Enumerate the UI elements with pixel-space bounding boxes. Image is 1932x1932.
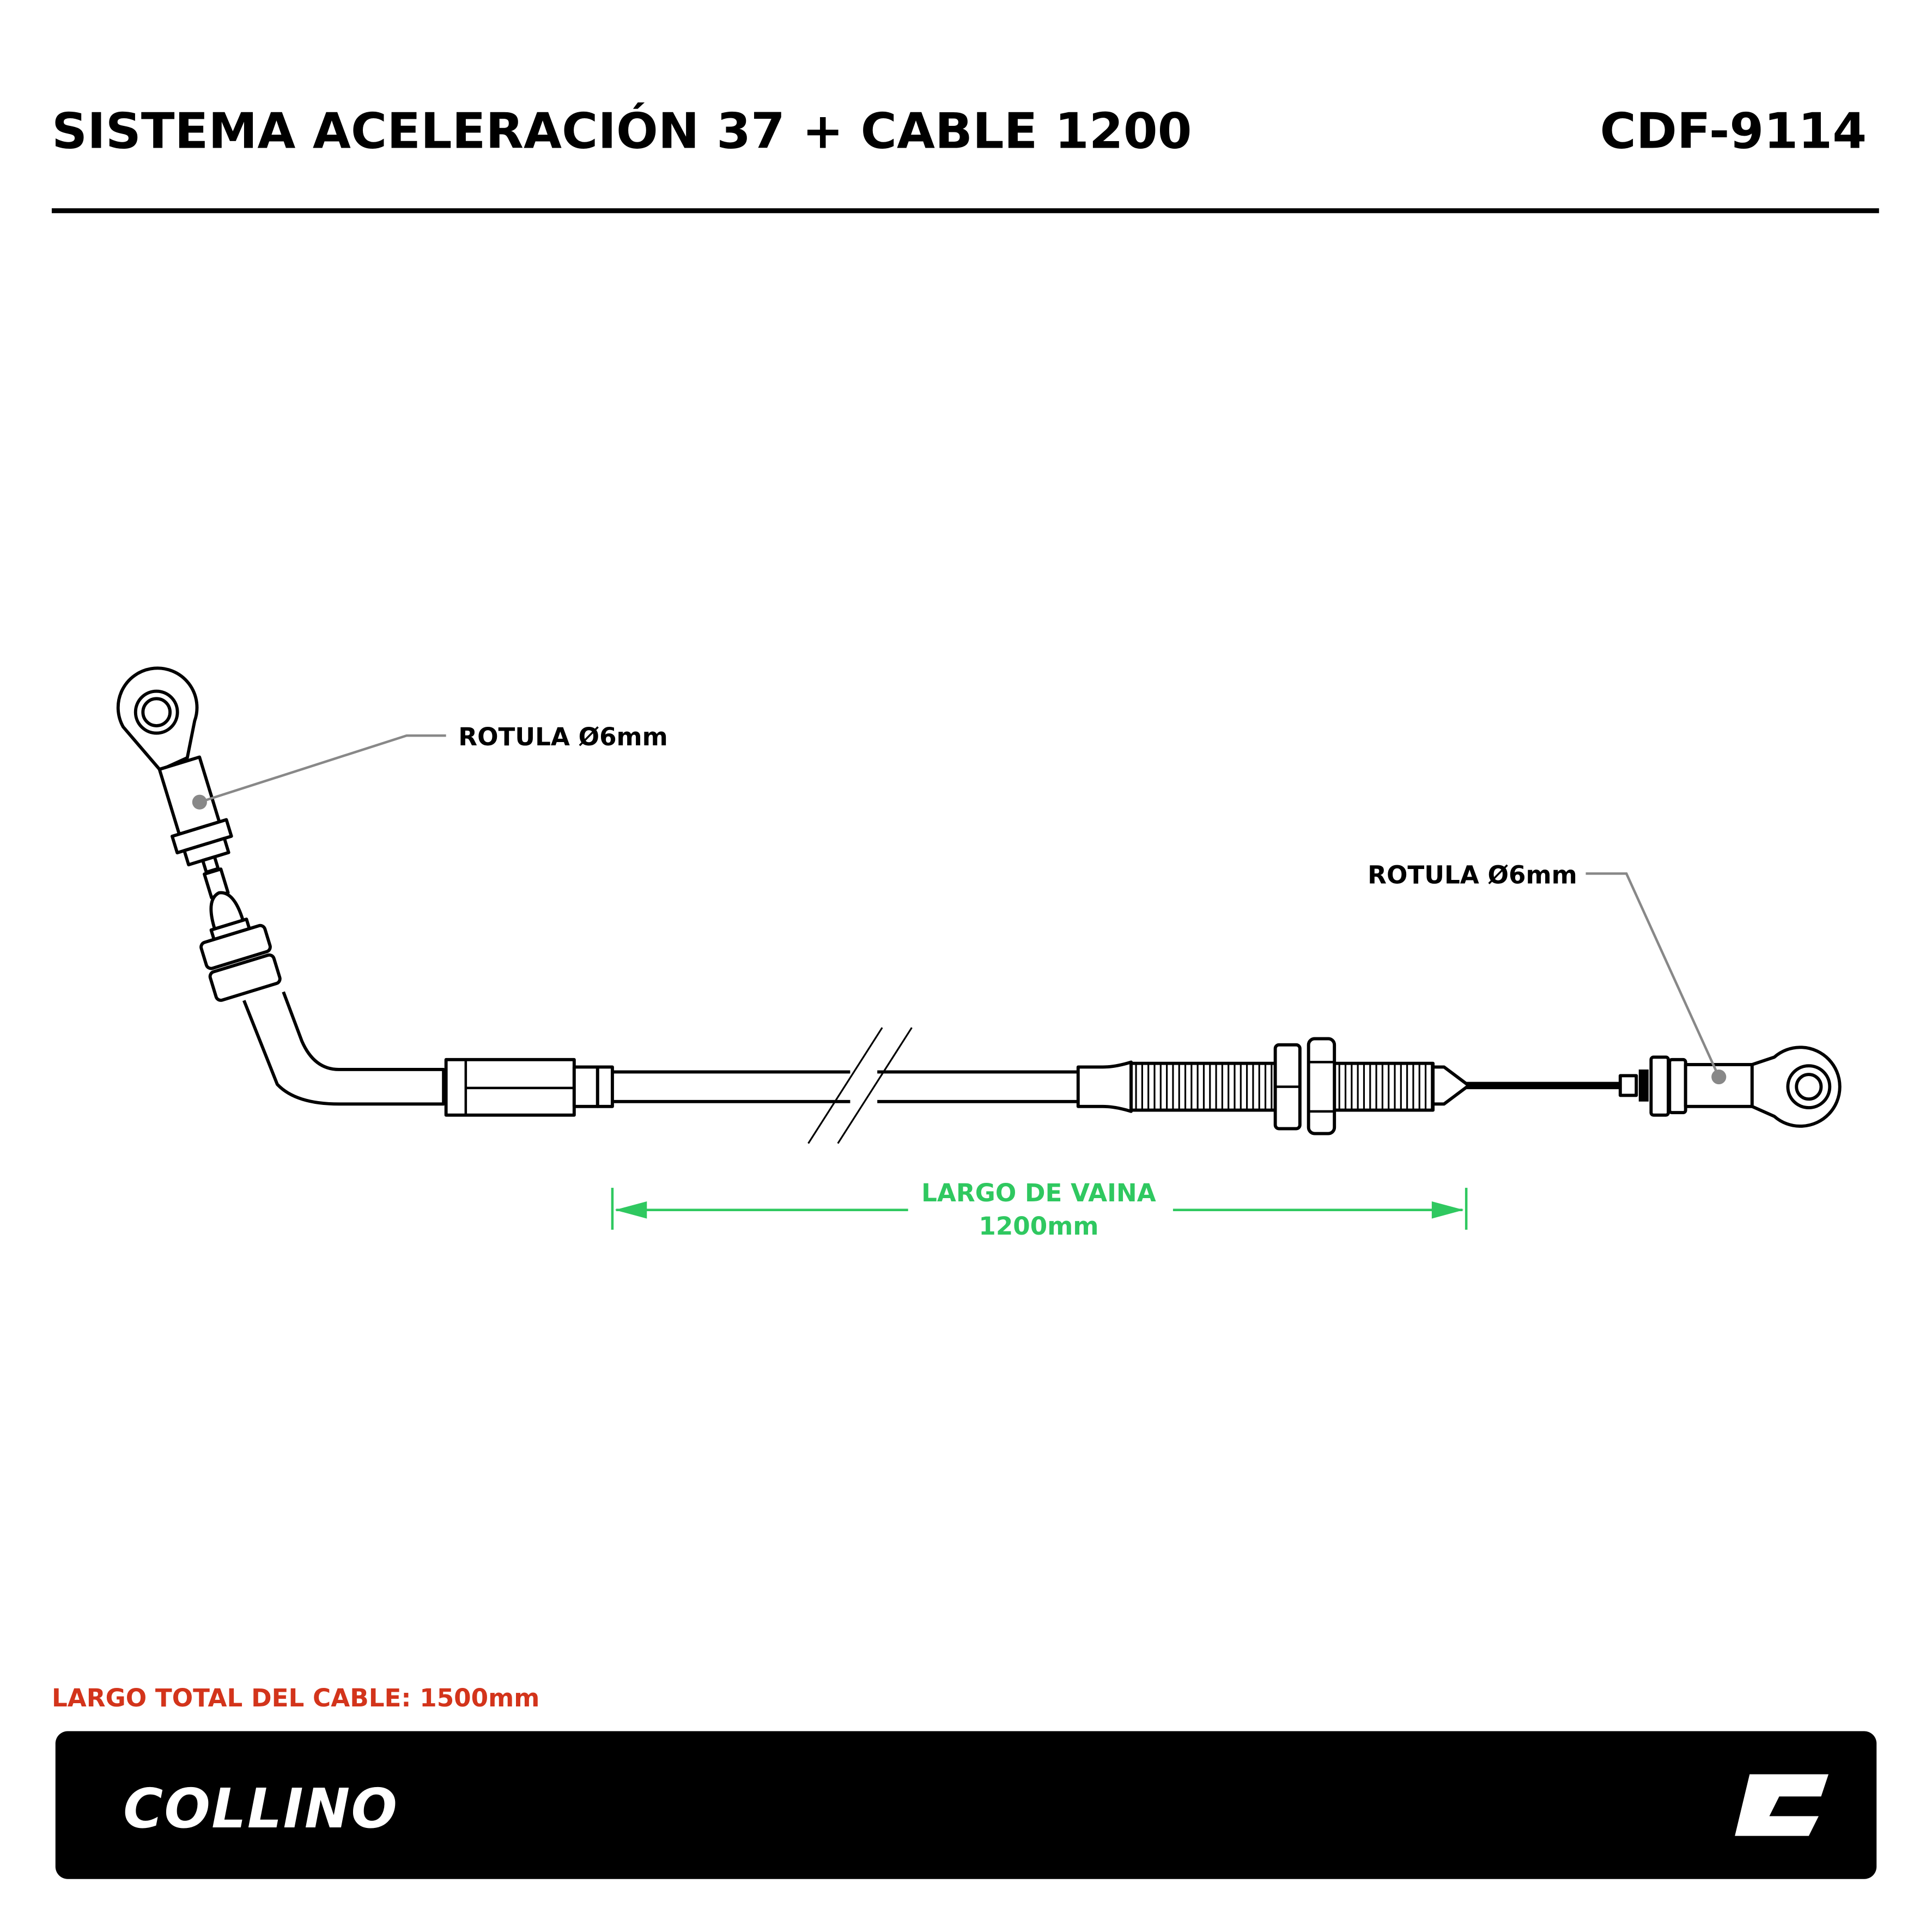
footer-bar [55, 1731, 1877, 1879]
dimension-value: 1200mm [979, 1212, 1098, 1241]
page-title: SISTEMA ACELERACIÓN 37 + CABLE 1200 [52, 101, 1192, 160]
sheath-length-dimension [611, 1188, 1468, 1230]
right-rotula-label: ROTULA Ø6mm [1368, 860, 1577, 889]
collino-emblem-icon [1735, 1774, 1829, 1836]
threaded-adjuster [1076, 1037, 1471, 1135]
left-rotula-label: ROTULA Ø6mm [458, 722, 668, 751]
product-code: CDF-9114 [1600, 102, 1867, 160]
right-leader-line [1585, 872, 1720, 1078]
dimension-label: LARGO DE VAINA [921, 1178, 1156, 1207]
collino-logo: COLLINO [123, 1778, 398, 1840]
sheath [612, 1027, 1078, 1144]
bent-tube [242, 991, 446, 1106]
total-length-note: LARGO TOTAL DEL CABLE: 1500mm [52, 1684, 539, 1712]
right-rod-end [1618, 1046, 1842, 1128]
left-leader-line [199, 734, 446, 804]
left-rod-end [116, 666, 282, 1002]
